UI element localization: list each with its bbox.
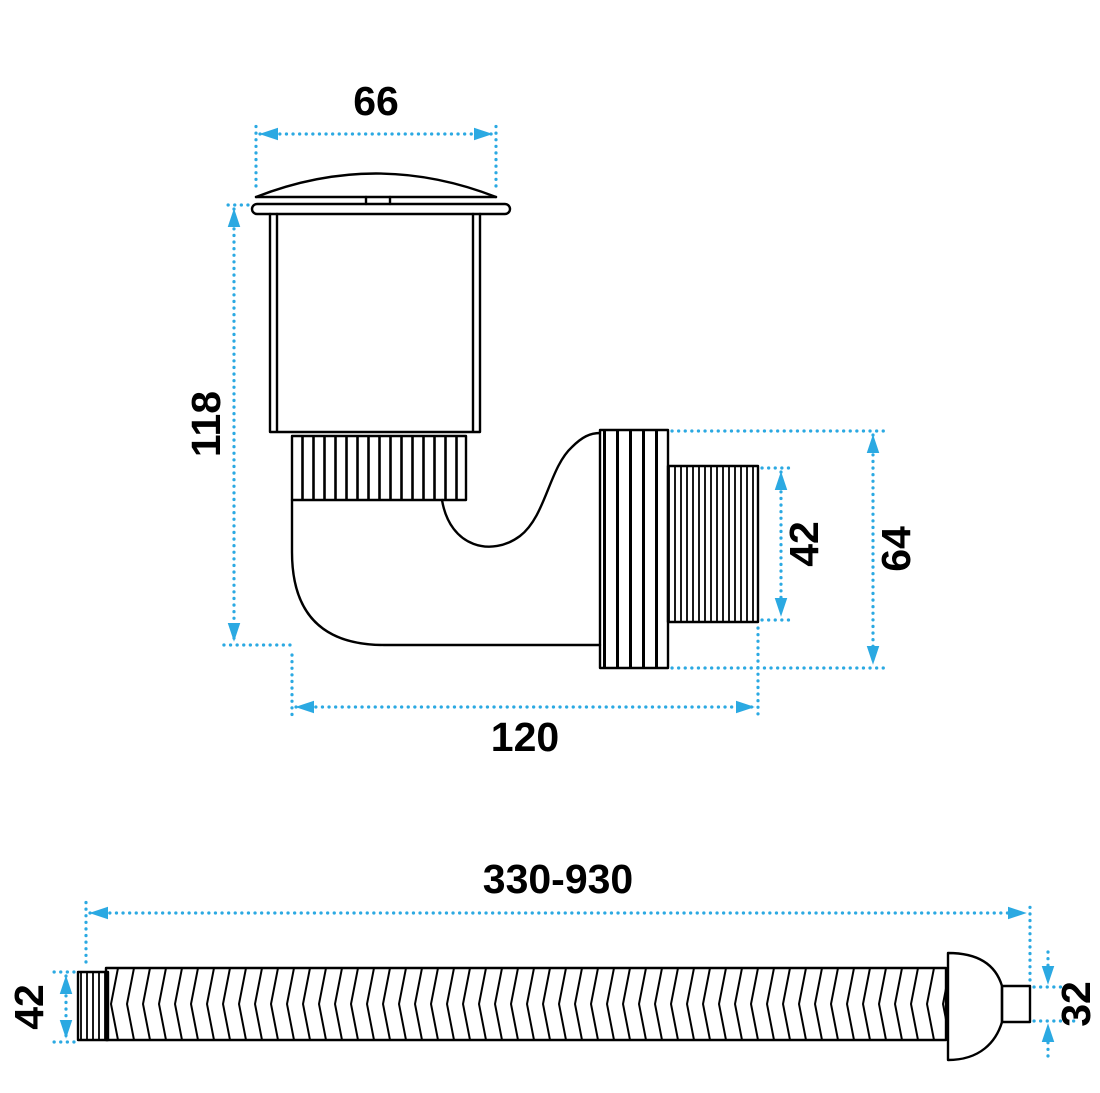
hose-right-tailpiece bbox=[946, 951, 1032, 1062]
corrugated-hose bbox=[104, 966, 948, 1042]
elbow-pipe bbox=[290, 431, 602, 647]
hose-left-connector bbox=[76, 970, 110, 1042]
drain-cap bbox=[250, 172, 512, 216]
base-length-dimension-label: 120 bbox=[491, 714, 559, 760]
nut-diameter-dimension-label: 64 bbox=[873, 526, 919, 572]
dimension-hose-length: 330-930 bbox=[84, 856, 1032, 982]
hose-length-dimension-label: 330-930 bbox=[483, 856, 633, 902]
dimension-base-length: 120 bbox=[290, 626, 760, 760]
dimension-hose-left-diameter: 42 bbox=[6, 970, 76, 1044]
dimension-cap-width: 66 bbox=[254, 78, 498, 188]
dimension-nut-diameter: 64 bbox=[670, 429, 919, 670]
dimension-thread-diameter: 42 bbox=[760, 466, 827, 622]
hose-left-diameter-dimension-label: 42 bbox=[6, 984, 52, 1030]
dimension-hose-right-diameter: 32 bbox=[1032, 950, 1099, 1058]
knurled-collar bbox=[290, 434, 468, 502]
body-height-dimension-label: 118 bbox=[183, 391, 229, 457]
thread-diameter-dimension-label: 42 bbox=[781, 521, 827, 567]
dimension-body-height: 118 bbox=[183, 203, 292, 647]
flexible-hose-figure: 330-930 42 32 bbox=[6, 856, 1099, 1062]
drain-body bbox=[268, 212, 482, 434]
threaded-outlet bbox=[666, 464, 760, 624]
cap-width-dimension-label: 66 bbox=[353, 78, 399, 124]
hose-right-diameter-dimension-label: 32 bbox=[1053, 981, 1099, 1027]
drain-trap-figure: 66 118 120 42 64 bbox=[183, 78, 919, 760]
cap-flange bbox=[250, 202, 512, 216]
lock-nut bbox=[598, 428, 670, 670]
